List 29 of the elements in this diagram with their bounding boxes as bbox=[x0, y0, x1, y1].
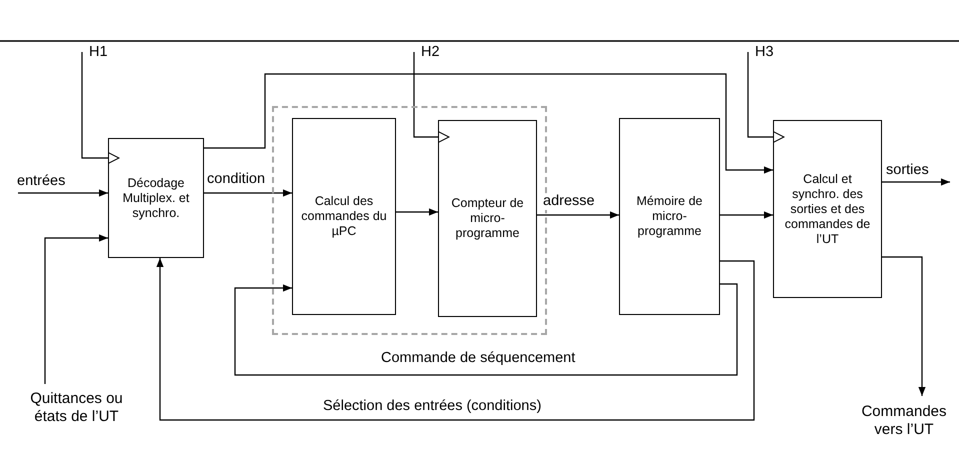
edge-label: adresse bbox=[542, 194, 596, 210]
arrow bbox=[18, 189, 108, 197]
clock-line bbox=[81, 52, 120, 164]
signal-text: Quittances ou états de l’UT bbox=[29, 390, 124, 426]
edge-label: Commande de séquencement bbox=[380, 351, 576, 367]
block-label: Décodage Multiplex. et synchro. bbox=[122, 176, 190, 220]
arrow bbox=[720, 211, 773, 219]
arrow bbox=[44, 234, 108, 384]
clock-line bbox=[747, 52, 784, 143]
process-box bbox=[108, 138, 204, 258]
arrow bbox=[537, 211, 619, 219]
block-label: Mémoire de micro-programme bbox=[636, 194, 704, 239]
arrow bbox=[204, 73, 773, 174]
clock-line bbox=[413, 52, 450, 143]
process-box bbox=[619, 118, 720, 315]
arrow bbox=[204, 189, 292, 197]
process-box bbox=[773, 120, 882, 298]
edge-label: Sélection des entrées (conditions) bbox=[322, 399, 542, 415]
arrow bbox=[396, 208, 438, 216]
arrow bbox=[234, 283, 738, 376]
arrow bbox=[882, 256, 926, 396]
process-box bbox=[438, 120, 537, 317]
process-box bbox=[292, 118, 396, 315]
block-label: Calcul et synchro. des sorties et des commandes de l’UT bbox=[784, 172, 872, 246]
arrow bbox=[156, 258, 755, 421]
block-label: Calcul des commandes du µPC bbox=[300, 194, 388, 239]
signal-text: Commandes vers l’UT bbox=[860, 403, 948, 439]
block-label: Compteur de micro-programme bbox=[450, 196, 525, 241]
arrow bbox=[882, 178, 950, 186]
